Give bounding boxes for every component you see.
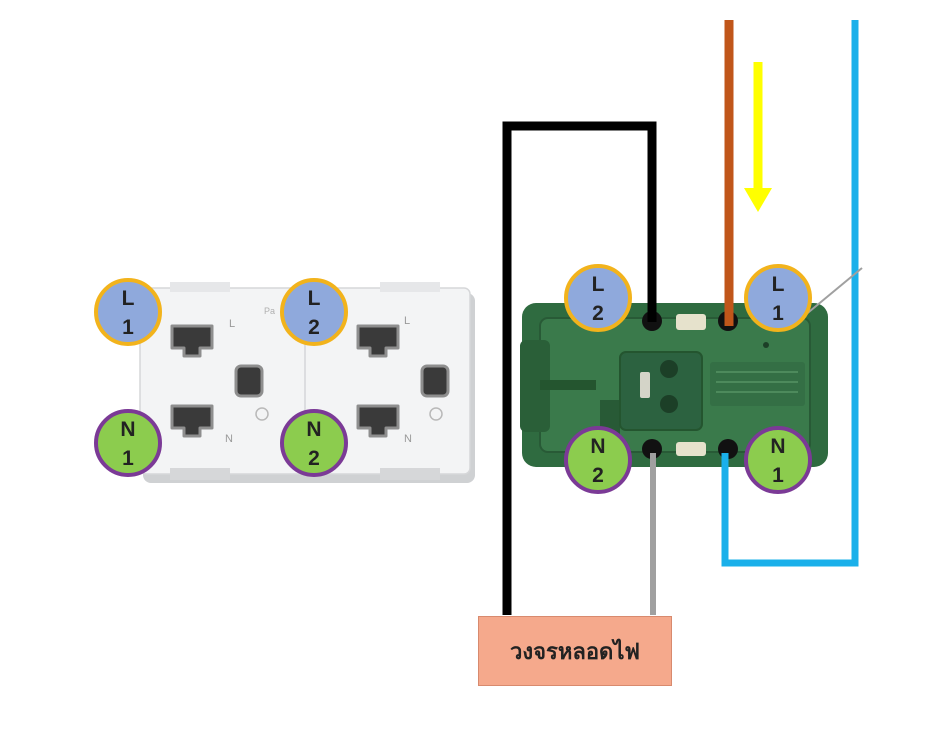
- device-badge-L2: L 2: [564, 264, 632, 332]
- outlet-socket-left: [170, 324, 269, 438]
- outlet-marking-neutral-left: N: [225, 433, 233, 445]
- svg-text:L: L: [772, 273, 785, 296]
- current-direction-arrow: [744, 62, 772, 212]
- svg-text:N: N: [306, 418, 321, 441]
- svg-text:1: 1: [772, 302, 784, 325]
- load-circuit-label: วงจรหลอดไฟ: [510, 639, 640, 665]
- svg-text:L: L: [308, 287, 321, 310]
- outlet-marking-live-left: L: [229, 318, 235, 330]
- device-badge-L1: L 1: [744, 264, 812, 332]
- device-badge-N2: N 2: [564, 426, 632, 494]
- svg-text:N: N: [770, 435, 785, 458]
- switch-device: [520, 303, 828, 467]
- outlet-badge-N1: N 1: [94, 409, 162, 477]
- svg-text:L: L: [122, 287, 135, 310]
- svg-text:L: L: [592, 273, 605, 296]
- outlet-badge-L1: L 1: [94, 278, 162, 346]
- outlet-marking-live-right: L: [404, 315, 410, 327]
- duplex-outlet: L L N N Pa: [139, 282, 475, 483]
- svg-text:1: 1: [772, 464, 784, 487]
- load-circuit-box: วงจรหลอดไฟ: [478, 616, 672, 686]
- outlet-socket-right: [356, 324, 450, 438]
- pointer-line: [803, 267, 863, 317]
- svg-text:2: 2: [308, 316, 320, 339]
- outlet-badge-L2: L 2: [280, 278, 348, 346]
- device-badge-N1: N 1: [744, 426, 812, 494]
- svg-text:1: 1: [122, 447, 134, 470]
- svg-text:2: 2: [592, 464, 604, 487]
- svg-text:N: N: [590, 435, 605, 458]
- wire-black: [502, 121, 657, 615]
- outlet-marking-neutral-right: N: [404, 433, 412, 445]
- svg-text:N: N: [120, 418, 135, 441]
- wire-blue: [721, 20, 859, 567]
- outlet-badge-N2: N 2: [280, 409, 348, 477]
- svg-text:2: 2: [592, 302, 604, 325]
- svg-text:1: 1: [122, 316, 134, 339]
- outlet-marking-brand: Pa: [264, 306, 275, 316]
- svg-text:2: 2: [308, 447, 320, 470]
